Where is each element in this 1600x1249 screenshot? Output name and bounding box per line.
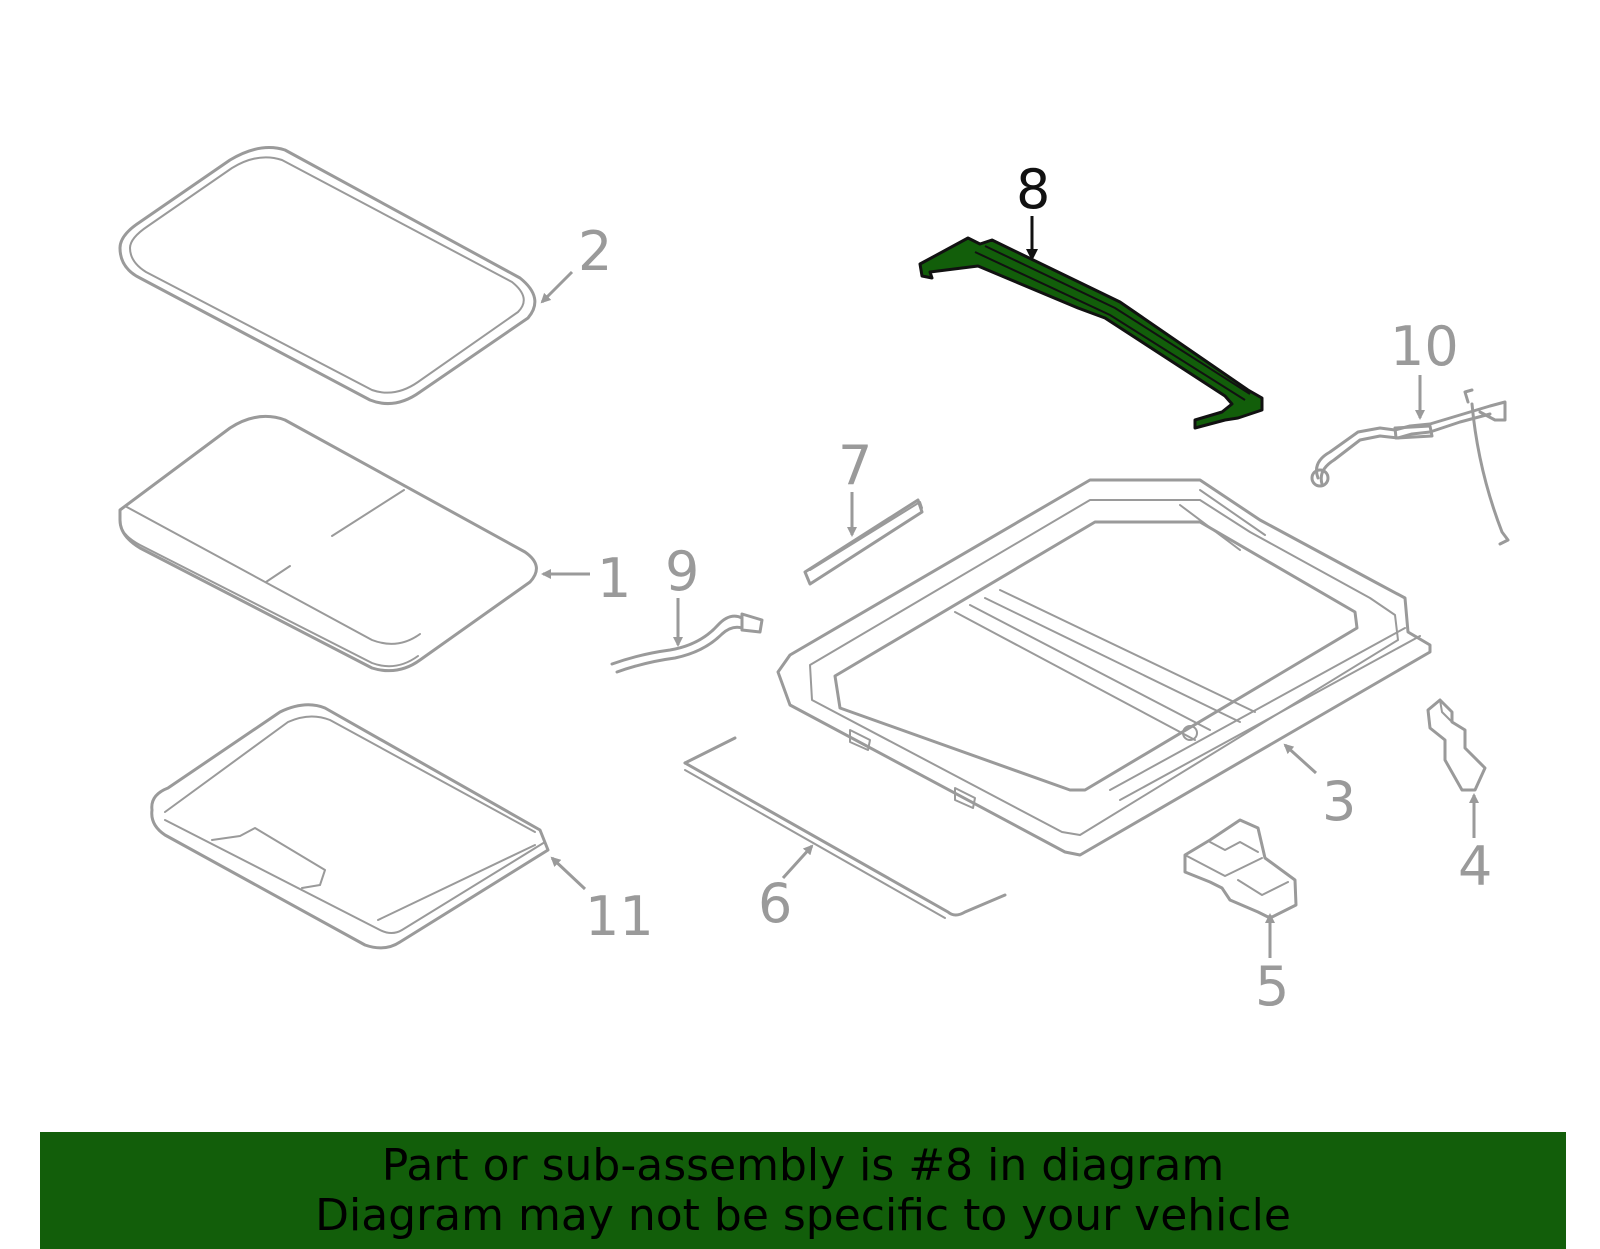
callout-11: 11 <box>585 885 654 948</box>
callout-4: 4 <box>1458 835 1492 898</box>
leader-2 <box>540 270 574 304</box>
leader-11 <box>550 856 587 891</box>
callout-1: 1 <box>597 547 631 610</box>
leader-3 <box>1283 743 1318 775</box>
callout-8: 8 <box>1016 158 1050 221</box>
info-banner: Part or sub-assembly is #8 in diagram Di… <box>40 1132 1566 1249</box>
callout-6: 6 <box>758 872 792 935</box>
leader-6 <box>781 844 814 880</box>
part-5-motor <box>1183 818 1298 920</box>
banner-line-1: Part or sub-assembly is #8 in diagram <box>381 1139 1225 1191</box>
part-4-bracket <box>1426 698 1487 792</box>
part-11-sunshade <box>150 703 550 950</box>
part-8-crossmember <box>918 236 1264 430</box>
callout-2: 2 <box>578 220 612 283</box>
callout-10: 10 <box>1390 315 1459 378</box>
part-2-glass-seal <box>118 146 537 406</box>
callout-7: 7 <box>838 434 872 497</box>
part-9-drain-hose <box>610 612 764 674</box>
banner-line-2: Diagram may not be specific to your vehi… <box>315 1189 1291 1241</box>
part-3-frame <box>776 478 1432 857</box>
callout-3: 3 <box>1322 770 1356 833</box>
part-1-glass-panel <box>118 414 538 673</box>
callout-9: 9 <box>665 540 699 603</box>
part-6-weatherstrip <box>683 736 1007 919</box>
part-7-deflector <box>803 498 924 586</box>
part-10-cable <box>1310 388 1510 546</box>
callout-5: 5 <box>1255 955 1289 1018</box>
